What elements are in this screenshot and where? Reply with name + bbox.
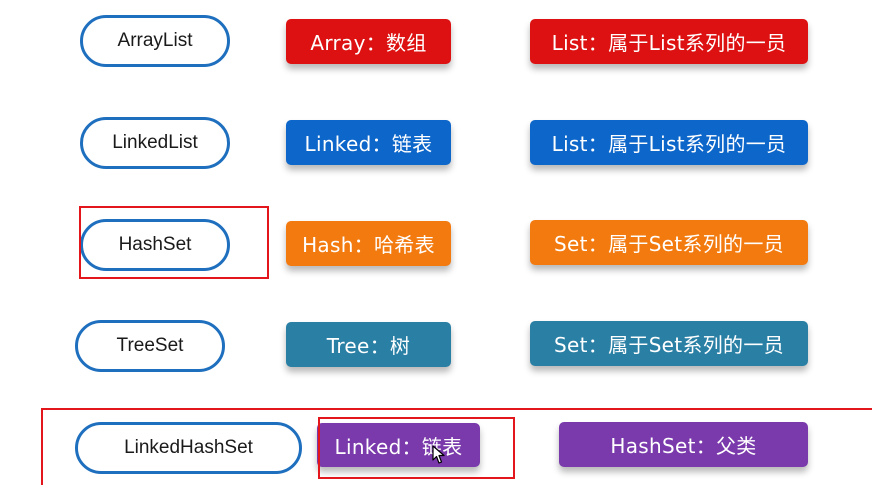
highlight-box-row-linkedhashset <box>41 408 872 485</box>
family-box-arraylist: List：属于List系列的一员 <box>530 19 808 64</box>
class-name-linkedlist: LinkedList <box>80 117 230 169</box>
highlight-box-linked <box>318 417 515 479</box>
class-name-arraylist: ArrayList <box>80 15 230 67</box>
meaning-box-array: Array：数组 <box>286 19 451 64</box>
family-box-linkedlist: List：属于List系列的一员 <box>530 120 808 165</box>
family-box-hashset: Set：属于Set系列的一员 <box>530 220 808 265</box>
family-box-treeset: Set：属于Set系列的一员 <box>530 321 808 366</box>
class-name-hashset: HashSet <box>80 219 230 271</box>
meaning-box-hash: Hash：哈希表 <box>286 221 451 266</box>
meaning-box-linked: Linked：链表 <box>286 120 451 165</box>
meaning-box-linked-2: Linked：链表 <box>317 423 480 467</box>
highlight-box-hashset <box>79 206 269 279</box>
family-box-linkedhashset: HashSet：父类 <box>559 422 808 467</box>
class-name-treeset: TreeSet <box>75 320 225 372</box>
meaning-box-tree: Tree：树 <box>286 322 451 367</box>
class-name-linkedhashset: LinkedHashSet <box>75 422 302 474</box>
mouse-cursor-icon <box>432 445 445 464</box>
